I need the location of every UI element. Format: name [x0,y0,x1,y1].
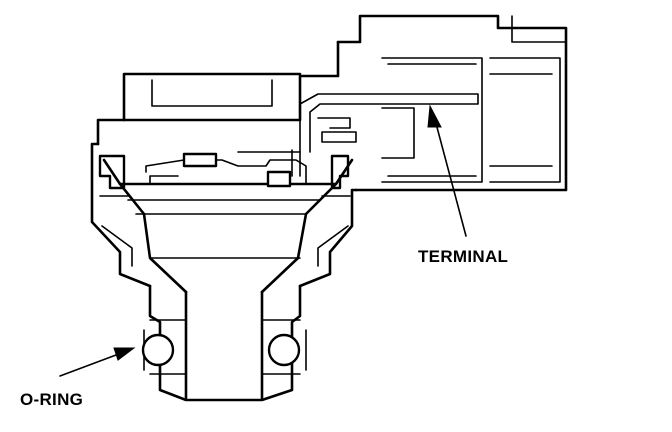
nozzle [141,284,307,402]
o-ring-leader-arrow [59,347,136,377]
connector-housing [336,14,568,192]
o-ring-right-icon [267,333,301,367]
terminal-wires [237,93,479,177]
o-ring-left-icon [141,333,175,367]
terminal-label: TERMINAL [418,247,508,266]
pressure-port-cone [118,182,338,294]
terminal-leader-arrow [427,104,467,237]
sensor-body [90,40,358,288]
o-ring-label: O-RING [20,390,83,409]
sensing-element [102,152,354,188]
